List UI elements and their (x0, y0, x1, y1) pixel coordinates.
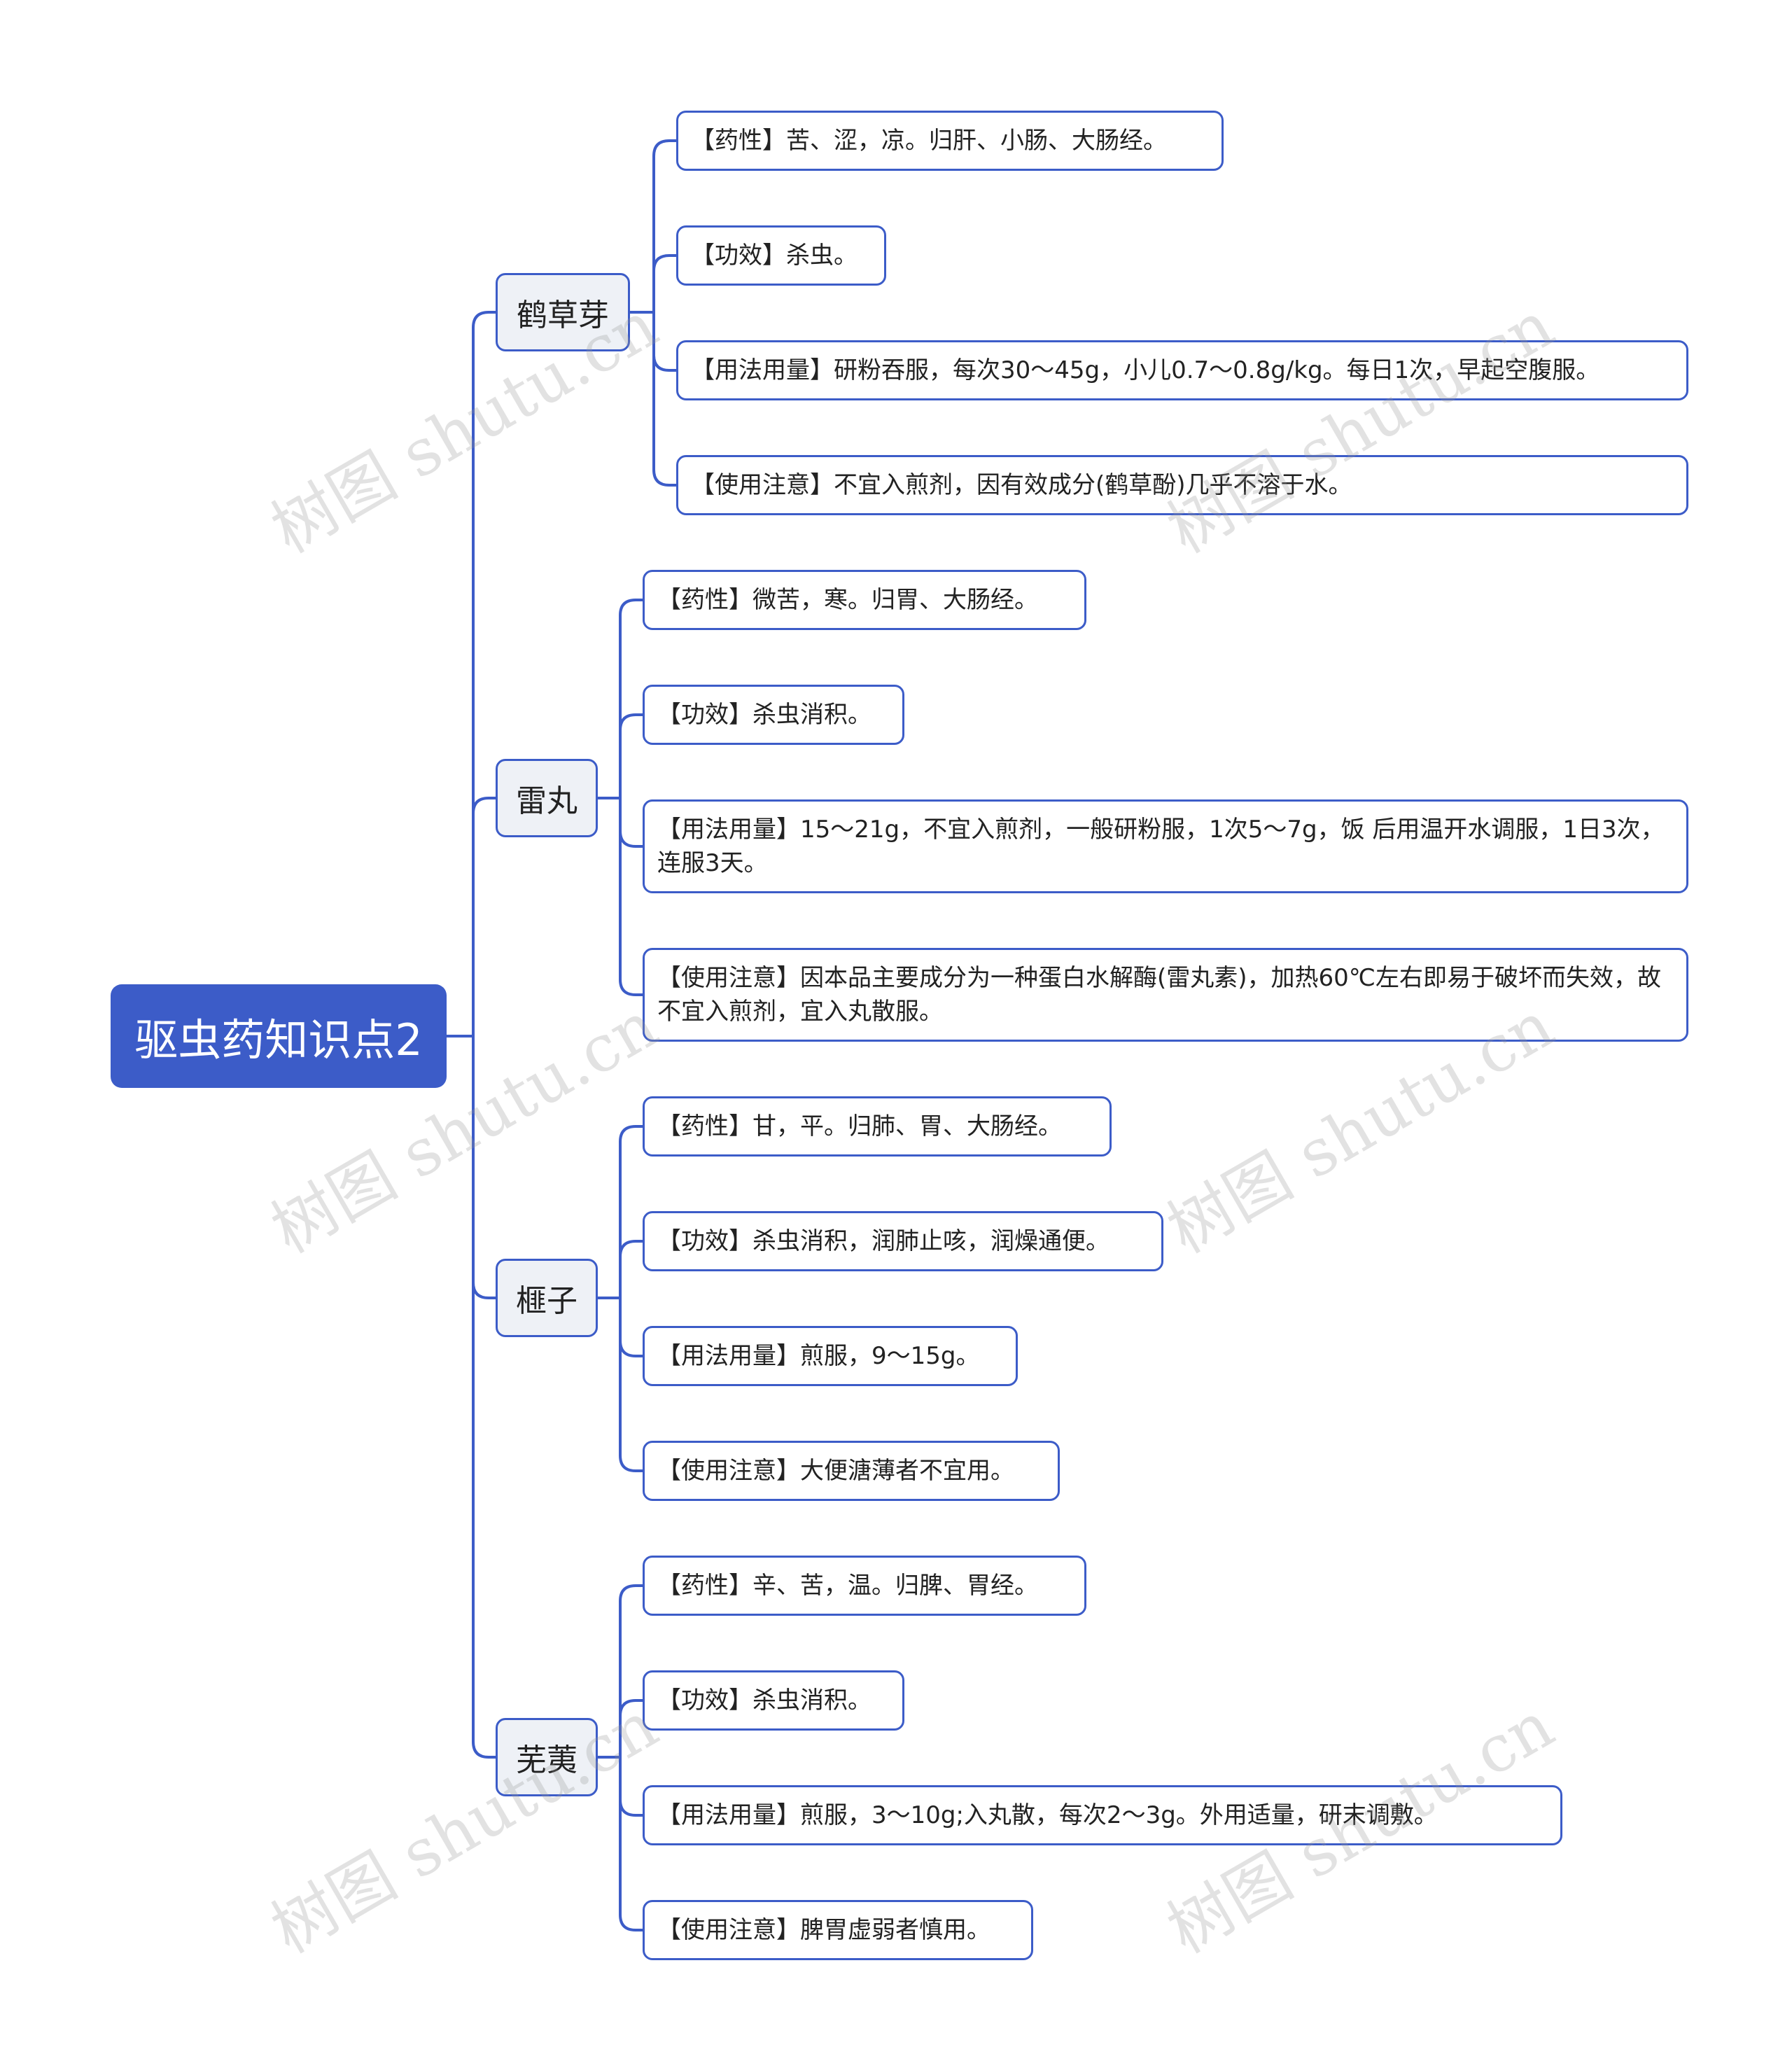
connector-line (619, 979, 654, 996)
leaf-text: 【用法用量】研粉吞服，每次30～45g，小儿0.7～0.8g/kg。每日1次，早… (691, 356, 1600, 384)
leaf-text: 【药性】微苦，寒。归胃、大肠经。 (657, 586, 1038, 614)
branch-node[interactable]: 芜荑 (496, 1718, 598, 1796)
leaf-text: 【药性】辛、苦，温。归脾、胃经。 (657, 1572, 1038, 1600)
leaf-text: 【功效】杀虫。 (691, 242, 858, 270)
leaf-node[interactable]: 【使用注意】大便溏薄者不宜用。 (643, 1441, 1060, 1501)
leaf-text: 【药性】苦、涩，凉。归肝、小肠、大肠经。 (691, 127, 1167, 155)
leaf-node[interactable]: 【药性】苦、涩，凉。归肝、小肠、大肠经。 (676, 111, 1224, 171)
connector-line (619, 1125, 654, 1143)
leaf-text: 【使用注意】因本品主要成分为一种蛋白水解酶(雷丸素)，加热60℃左右即易于破坏而… (657, 964, 1661, 1026)
leaf-text: 【使用注意】大便溏薄者不宜用。 (657, 1457, 1014, 1485)
leaf-text: 【用法用量】15～21g，不宜入煎剂，一般研粉服，1次5～7g，饭 后用温开水调… (657, 816, 1665, 877)
leaf-node[interactable]: 【使用注意】因本品主要成分为一种蛋白水解酶(雷丸素)，加热60℃左右即易于破坏而… (643, 948, 1688, 1042)
leaf-node[interactable]: 【用法用量】研粉吞服，每次30～45g，小儿0.7～0.8g/kg。每日1次，早… (676, 340, 1688, 400)
leaf-node[interactable]: 【使用注意】不宜入煎剂，因有效成分(鹤草酚)几乎不溶于水。 (676, 455, 1688, 515)
connector-line (652, 469, 687, 487)
connector-line (652, 354, 687, 372)
connector-line (619, 1799, 654, 1817)
connector-line (619, 1340, 654, 1357)
leaf-node[interactable]: 【用法用量】15～21g，不宜入煎剂，一般研粉服，1次5～7g，饭 后用温开水调… (643, 799, 1688, 893)
connector-line (472, 1741, 507, 1759)
connector-line (619, 599, 654, 616)
connector-line (619, 1584, 654, 1602)
connector-line (472, 1282, 507, 1299)
leaf-text: 【用法用量】煎服，3～10g;入丸散，每次2～3g。外用适量，研末调敷。 (657, 1801, 1438, 1829)
connector-line (472, 797, 507, 814)
leaf-text: 【药性】甘，平。归肺、胃、大肠经。 (657, 1112, 1062, 1140)
connector-line (652, 254, 687, 272)
connector-line (652, 139, 687, 157)
leaf-text: 【功效】杀虫消积。 (657, 1686, 872, 1714)
leaf-node[interactable]: 【药性】甘，平。归肺、胃、大肠经。 (643, 1096, 1112, 1157)
leaf-node[interactable]: 【用法用量】煎服，3～10g;入丸散，每次2～3g。外用适量，研末调敷。 (643, 1785, 1562, 1845)
leaf-node[interactable]: 【使用注意】脾胃虚弱者慎用。 (643, 1900, 1033, 1960)
connector-line (472, 311, 507, 328)
leaf-node[interactable]: 【药性】微苦，寒。归胃、大肠经。 (643, 570, 1086, 630)
leaf-node[interactable]: 【用法用量】煎服，9～15g。 (643, 1326, 1018, 1386)
branch-node[interactable]: 鹤草芽 (496, 273, 630, 351)
leaf-node[interactable]: 【功效】杀虫消积。 (643, 1670, 904, 1731)
connector-line (619, 1455, 654, 1472)
connector-line (619, 1240, 654, 1257)
leaf-node[interactable]: 【药性】辛、苦，温。归脾、胃经。 (643, 1556, 1086, 1616)
leaf-text: 【功效】杀虫消积，润肺止咳，润燥通便。 (657, 1227, 1110, 1255)
leaf-node[interactable]: 【功效】杀虫消积。 (643, 685, 904, 745)
leaf-text: 【功效】杀虫消积。 (657, 701, 872, 729)
leaf-node[interactable]: 【功效】杀虫。 (676, 225, 886, 286)
root-topic[interactable]: 驱虫药知识点2 (111, 984, 447, 1088)
branch-node[interactable]: 榧子 (496, 1259, 598, 1337)
leaf-text: 【使用注意】不宜入煎剂，因有效成分(鹤草酚)几乎不溶于水。 (691, 471, 1352, 499)
connector-line (619, 830, 654, 848)
leaf-text: 【使用注意】脾胃虚弱者慎用。 (657, 1916, 990, 1944)
connector-line (619, 1914, 654, 1931)
connector-line (619, 713, 654, 731)
branch-node[interactable]: 雷丸 (496, 759, 598, 837)
connector-line (619, 1699, 654, 1717)
leaf-text: 【用法用量】煎服，9～15g。 (657, 1342, 980, 1370)
leaf-node[interactable]: 【功效】杀虫消积，润肺止咳，润燥通便。 (643, 1211, 1163, 1271)
